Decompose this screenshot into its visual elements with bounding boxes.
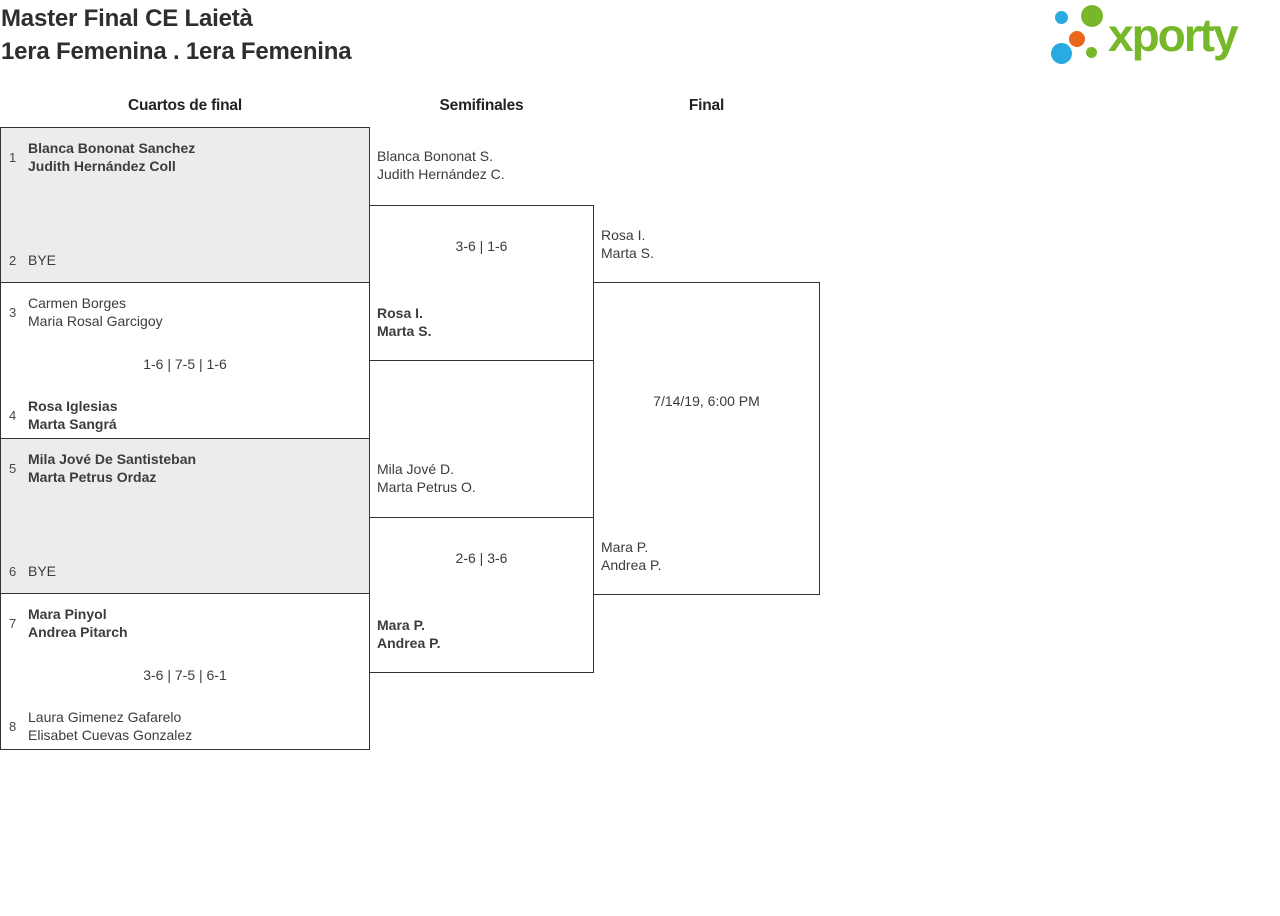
category-name: 1era Femenina . 1era Femenina — [1, 38, 352, 65]
logo-dot-icon — [1051, 43, 1072, 64]
final-top-team: Rosa I. Marta S. — [601, 226, 654, 262]
team-names: Mara Pinyol Andrea Pitarch — [28, 605, 128, 641]
team-row: 8 Laura Gimenez Gafarelo Elisabet Cuevas… — [9, 708, 363, 744]
team-row: 1 Blanca Bononat Sanchez Judith Hernánde… — [9, 139, 363, 175]
team-name-line: Judith Hernández Coll — [28, 158, 176, 174]
match-box-qf2[interactable]: 3 Carmen Borges Maria Rosal Garcigoy 1-6… — [0, 282, 370, 439]
match-box-qf3[interactable]: 5 Mila Jové De Santisteban Marta Petrus … — [0, 438, 370, 594]
tournament-name: Master Final CE Laietà — [1, 5, 253, 32]
team-row: 6 BYE — [9, 553, 363, 589]
seed-number: 7 — [9, 615, 17, 631]
match-score — [1, 197, 369, 221]
sf2-top-team: Mila Jové D. Marta Petrus O. — [377, 460, 476, 496]
sf1-score: 3-6 | 1-6 — [455, 238, 508, 254]
team-name-line: Mila Jové D. — [377, 461, 455, 477]
team-name-line: Mila Jové De Santisteban — [28, 451, 197, 467]
team-row: 5 Mila Jové De Santisteban Marta Petrus … — [9, 450, 363, 486]
team-name-line: Blanca Bononat S. — [377, 148, 493, 164]
team-row: 2 BYE — [9, 242, 363, 278]
logo-dot-icon — [1055, 11, 1068, 24]
round-header-semifinales: Semifinales — [439, 97, 524, 114]
seed-number: 6 — [9, 563, 17, 579]
match-score: 3-6 | 7-5 | 6-1 — [143, 667, 227, 683]
match-box-sf2[interactable] — [369, 517, 594, 673]
team-name-line: Marta Sangrá — [28, 416, 117, 432]
final-schedule: 7/14/19, 6:00 PM — [653, 393, 760, 409]
match-score: 1-6 | 7-5 | 1-6 — [143, 356, 227, 372]
team-name-line: Elisabet Cuevas Gonzalez — [28, 727, 193, 743]
team-names: Mila Jové De Santisteban Marta Petrus Or… — [28, 450, 196, 486]
team-name-line: Marta Petrus O. — [377, 479, 476, 495]
sf2-score: 2-6 | 3-6 — [455, 550, 508, 566]
team-name-line: Laura Gimenez Gafarelo — [28, 709, 182, 725]
seed-number: 8 — [9, 718, 17, 734]
team-name-line: Carmen Borges — [28, 295, 127, 311]
team-names: Carmen Borges Maria Rosal Garcigoy — [28, 294, 163, 330]
team-names: BYE — [28, 251, 56, 269]
logo-dot-icon — [1086, 47, 1097, 58]
team-names: Rosa Iglesias Marta Sangrá — [28, 397, 118, 433]
team-name-line: Rosa I. — [601, 227, 646, 243]
team-names: Laura Gimenez Gafarelo Elisabet Cuevas G… — [28, 708, 192, 744]
match-box-qf4[interactable]: 7 Mara Pinyol Andrea Pitarch 3-6 | 7-5 |… — [0, 593, 370, 750]
team-name-line: Andrea P. — [377, 635, 441, 651]
round-header-final: Final — [688, 97, 725, 114]
logo-wordmark: xporty — [1108, 9, 1239, 61]
team-name-line: Maria Rosal Garcigoy — [28, 313, 163, 329]
team-name-line: Marta S. — [377, 323, 432, 339]
seed-number: 3 — [9, 304, 17, 320]
match-box-final[interactable] — [593, 282, 820, 595]
sf1-top-team: Blanca Bononat S. Judith Hernández C. — [377, 147, 505, 183]
match-box-qf1[interactable]: 1 Blanca Bononat Sanchez Judith Hernánde… — [0, 127, 370, 283]
team-row: 3 Carmen Borges Maria Rosal Garcigoy — [9, 294, 363, 330]
team-name-line: Marta Petrus Ordaz — [28, 469, 157, 485]
sf2-bottom-team: Mara P. Andrea P. — [377, 616, 441, 652]
logo-dot-icon — [1069, 31, 1085, 47]
logo-dot-icon — [1081, 5, 1103, 27]
seed-number: 4 — [9, 407, 17, 423]
team-name-line: Mara Pinyol — [28, 606, 107, 622]
team-row: 4 Rosa Iglesias Marta Sangrá — [9, 397, 363, 433]
match-score — [1, 508, 369, 532]
page-title: Master Final CE Laietà 1era Femenina . 1… — [1, 2, 352, 68]
team-name-line: Mara P. — [377, 617, 425, 633]
sf1-bottom-team: Rosa I. Marta S. — [377, 304, 431, 340]
seed-number: 2 — [9, 252, 17, 268]
team-name-line: Andrea Pitarch — [28, 624, 128, 640]
team-names: Blanca Bononat Sanchez Judith Hernández … — [28, 139, 195, 175]
team-name-line: Rosa I. — [377, 305, 423, 321]
team-name-line: Judith Hernández C. — [377, 166, 505, 182]
team-name-line: Rosa Iglesias — [28, 398, 118, 414]
team-name-line: BYE — [28, 563, 57, 579]
seed-number: 1 — [9, 149, 17, 165]
seed-number: 5 — [9, 460, 17, 476]
team-name-line: Blanca Bononat Sanchez — [28, 140, 196, 156]
team-name-line: Marta S. — [601, 245, 654, 261]
round-header-cuartos: Cuartos de final — [128, 97, 242, 114]
final-bottom-team: Mara P. Andrea P. — [601, 538, 661, 574]
xporty-logo[interactable]: xporty — [1048, 0, 1278, 72]
team-row: 7 Mara Pinyol Andrea Pitarch — [9, 605, 363, 641]
team-name-line: Andrea P. — [601, 557, 662, 573]
team-names: BYE — [28, 562, 56, 580]
team-name-line: Mara P. — [601, 539, 649, 555]
team-name-line: BYE — [28, 252, 57, 268]
